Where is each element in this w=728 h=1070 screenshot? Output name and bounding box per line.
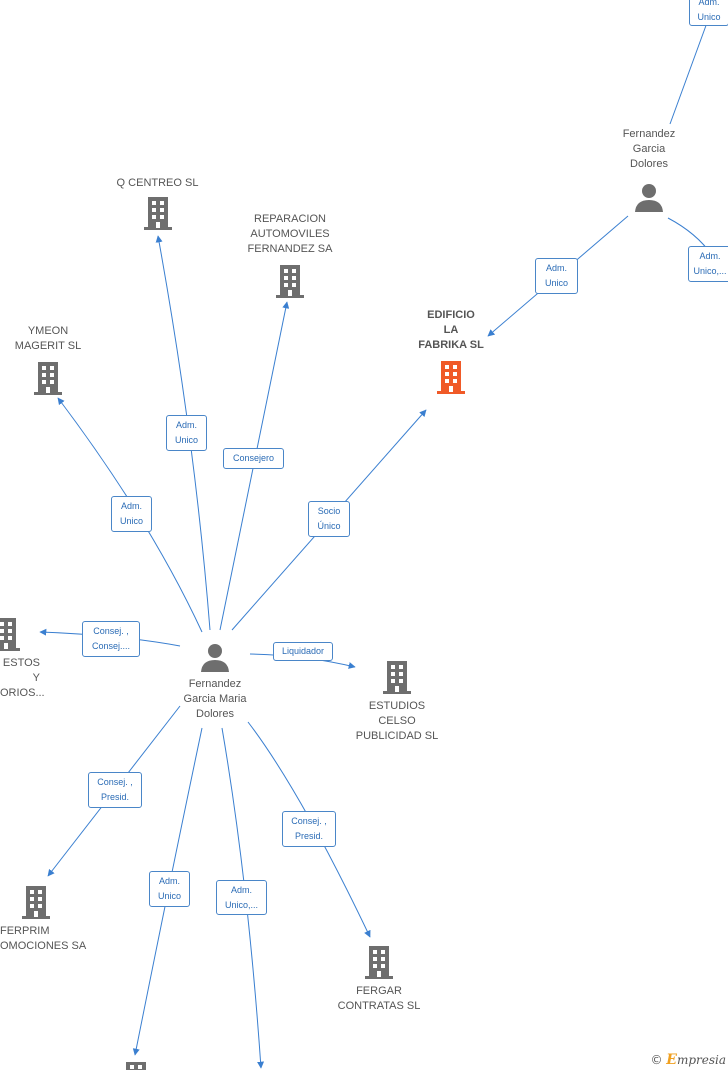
company-node-fergar[interactable]: FERGAR CONTRATAS SL	[329, 944, 429, 1014]
relation-label-bottom-left[interactable]: Adm. Unico	[149, 871, 190, 907]
building-icon	[383, 661, 411, 694]
company-name: FERGAR CONTRATAS SL	[337, 985, 421, 1012]
person-name: Fernandez Garcia Dolores	[622, 128, 676, 170]
company-node-ferprim[interactable]: FERPRIM OMOCIONES SA	[0, 884, 90, 954]
building-icon	[143, 197, 172, 230]
company-node-q-centreo[interactable]: Q CENTREO SL	[100, 176, 215, 231]
company-name: ESTUDIOS CELSO PUBLICIDAD SL	[355, 700, 439, 742]
building-icon	[34, 362, 62, 395]
person-icon	[201, 644, 229, 672]
relation-label-top-adm[interactable]: Adm. Unico	[689, 0, 728, 26]
building-icon	[437, 361, 465, 394]
relation-label-top-edificio[interactable]: Adm. Unico	[535, 258, 578, 294]
relation-label-bottom-right[interactable]: Adm. Unico,...	[216, 880, 267, 915]
company-node-ymeon[interactable]: YMEON MAGERIT SL	[0, 324, 96, 396]
relation-label-reparacion[interactable]: Consejero	[223, 448, 284, 469]
relation-label-estudios[interactable]: Liquidador	[273, 642, 333, 661]
company-node-estos[interactable]: ESTOS Y ORIOS...	[0, 616, 45, 701]
relation-label-ymeon[interactable]: Adm. Unico	[111, 496, 152, 532]
copyright-symbol: ©	[650, 1053, 663, 1067]
company-name: EDIFICIO LA FABRIKA SL	[418, 309, 484, 351]
logo-text: mpresia	[676, 1053, 726, 1067]
building-icon	[22, 886, 50, 919]
company-node-edificio[interactable]: EDIFICIO LA FABRIKA SL	[400, 308, 502, 395]
company-name: YMEON MAGERIT SL	[14, 325, 82, 352]
company-node-reparacion[interactable]: REPARACION AUTOMOVILES FERNANDEZ SA	[235, 212, 345, 299]
company-name: REPARACION AUTOMOVILES FERNANDEZ SA	[247, 213, 333, 255]
company-name: Q CENTREO SL	[116, 177, 199, 189]
relation-label-top-right[interactable]: Adm. Unico,...	[688, 246, 728, 282]
building-icon	[365, 946, 393, 979]
relation-label-edificio[interactable]: Socio Único	[308, 501, 350, 537]
person-node-fernandez-top[interactable]: Fernandez Garcia Dolores	[606, 127, 692, 212]
company-name: FERPRIM OMOCIONES SA	[0, 925, 87, 952]
building-icon	[276, 265, 304, 298]
relation-label-q-centreo[interactable]: Adm. Unico	[166, 415, 207, 451]
building-icon[interactable]	[120, 1060, 152, 1070]
company-name: ESTOS Y ORIOS...	[0, 657, 45, 699]
relation-label-fergar[interactable]: Consej. , Presid.	[282, 811, 336, 847]
person-icon	[635, 184, 663, 212]
person-node-fernandez-center[interactable]: Fernandez Garcia Maria Dolores	[165, 642, 265, 722]
edge-top-up	[669, 19, 709, 125]
edge-fergar	[247, 721, 371, 938]
person-name: Fernandez Garcia Maria Dolores	[183, 678, 247, 720]
logo-initial: E	[666, 1052, 677, 1068]
company-node-estudios[interactable]: ESTUDIOS CELSO PUBLICIDAD SL	[345, 659, 449, 744]
building-icon	[0, 618, 20, 651]
empresia-logo: © Empresia	[650, 1052, 726, 1068]
relation-label-estos[interactable]: Consej. , Consej....	[82, 621, 140, 657]
relation-label-ferprim[interactable]: Consej. , Presid.	[88, 772, 142, 808]
